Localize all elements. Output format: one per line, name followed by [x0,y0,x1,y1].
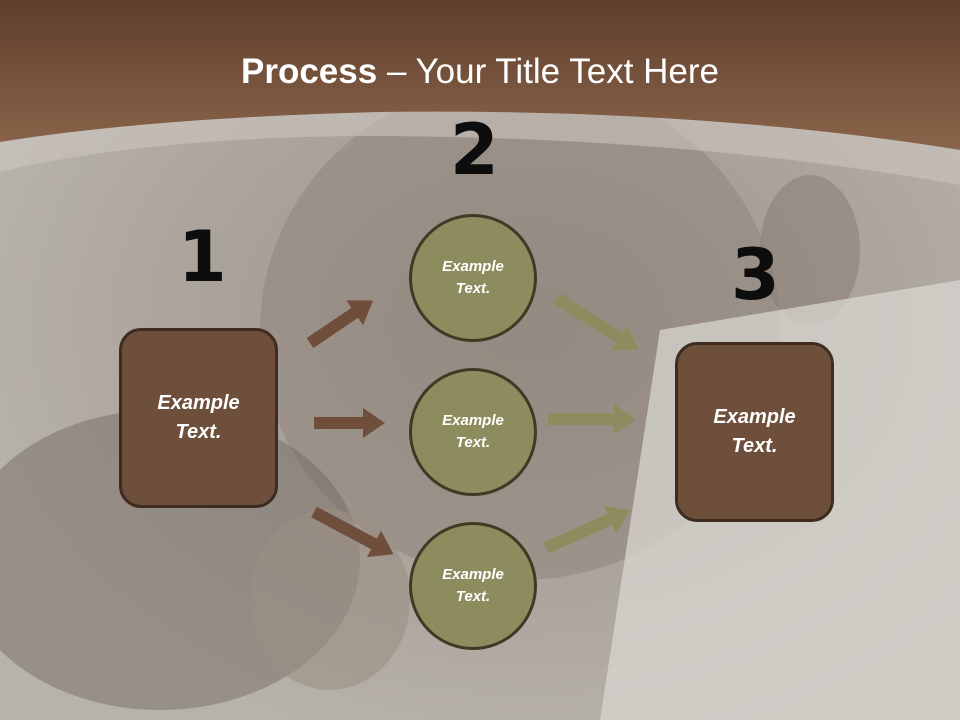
process-circle-3-text: Example Text. [442,565,504,606]
arrow-circle3-to-box3 [543,505,631,554]
arrow-box1-to-circle1 [306,300,374,348]
arrow-box1-to-circle2 [314,408,385,438]
step-box-3-text: Example Text. [713,406,796,457]
title-rest: – Your Title Text Here [377,52,719,91]
step-number-2: 2 [450,109,499,191]
process-circle-2: Example Text. [409,368,537,496]
arrow-circle2-to-box3 [548,404,636,434]
process-circle-1-text: Example Text. [442,257,504,298]
title-bold: Process [241,52,378,91]
arrow-box1-to-circle3 [311,506,394,558]
arrow-circle1-to-box3 [552,292,639,351]
step-box-1-text: Example Text. [157,392,240,443]
step-box-1: Example Text. [119,328,278,508]
step-box-3: Example Text. [675,342,834,522]
step-number-3: 3 [731,234,780,316]
process-circle-3: Example Text. [409,522,537,650]
process-circle-2-text: Example Text. [442,411,504,452]
page-title: Process – Your Title Text Here [0,52,960,92]
process-circle-1: Example Text. [409,214,537,342]
step-number-1: 1 [178,216,227,298]
